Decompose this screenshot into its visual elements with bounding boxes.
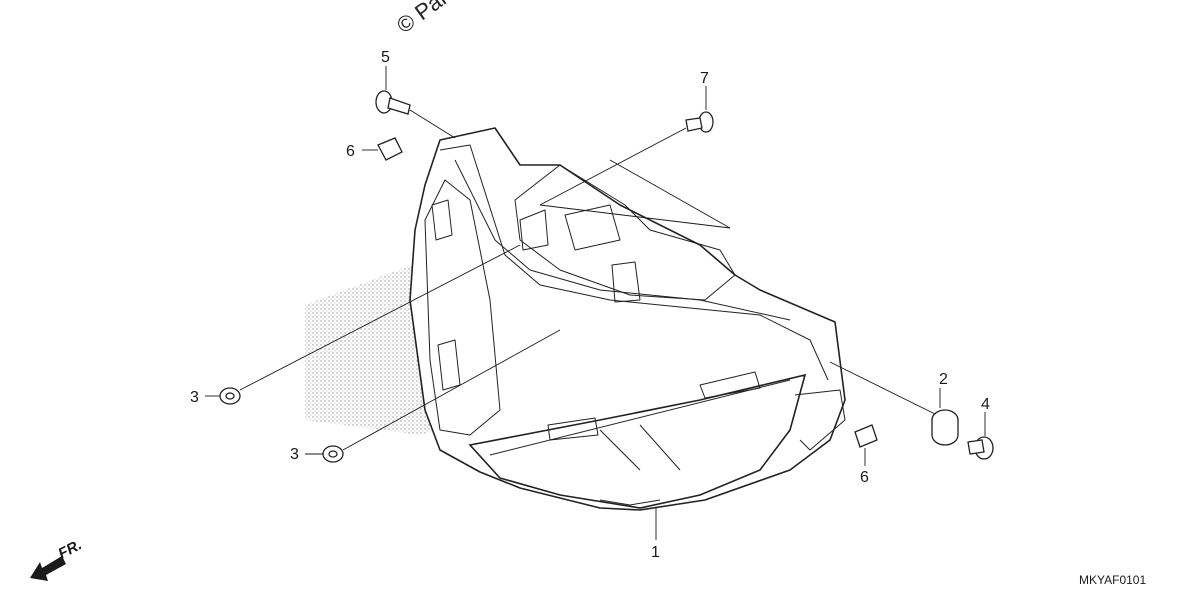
part-6-clip-lower [854, 424, 878, 448]
part-7-screw [685, 111, 714, 133]
callout-5: 5 [381, 49, 390, 66]
callout-6-lower: 6 [860, 469, 869, 486]
front-direction-arrow-icon [30, 556, 66, 581]
callout-2: 2 [939, 371, 948, 388]
callout-6-upper: 6 [346, 143, 355, 160]
headlight-assembly [409, 127, 846, 511]
part-3-grommet-upper [219, 387, 241, 405]
callout-4: 4 [981, 396, 990, 413]
callout-7: 7 [700, 70, 709, 87]
part-2-grommet [931, 409, 959, 446]
part-6-clip-upper [377, 137, 403, 161]
diagram-code: MKYAF0101 [1079, 573, 1147, 587]
callout-1: 1 [651, 544, 660, 561]
part-4-screw [967, 436, 994, 460]
part-3-grommet-lower [322, 445, 344, 463]
leader-lines [205, 66, 986, 540]
headlight-lens [468, 373, 807, 509]
part-5-screw [375, 90, 411, 115]
callout-3-upper: 3 [190, 389, 199, 406]
callout-3-lower: 3 [290, 446, 299, 463]
